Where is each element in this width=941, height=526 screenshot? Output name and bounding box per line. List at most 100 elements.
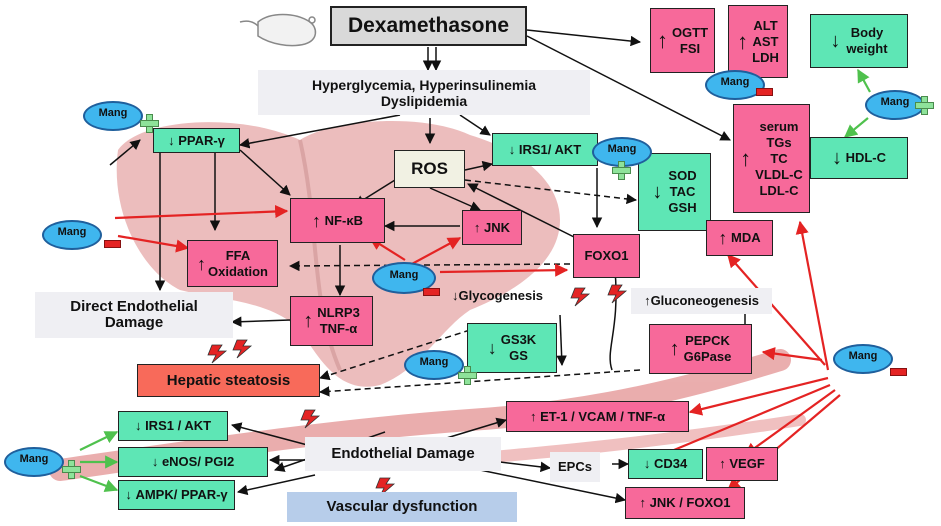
direct-endothelial-damage-label: Direct Endothelial Damage [35, 292, 233, 338]
mouse-icon [239, 13, 317, 47]
ppar-gamma-label: PPAR-γ [178, 132, 225, 148]
down-arrow: ↓ [168, 132, 175, 148]
down-arrow: ↓ [151, 454, 159, 469]
up-arrow: ↑ [303, 310, 314, 332]
hdl-c-label: HDL-C [845, 150, 887, 165]
gluconeogenesis-text: Gluconeogenesis [650, 293, 759, 308]
sod-node: ↓SOD TAC GSH [638, 153, 711, 231]
sod-label: SOD TAC GSH [668, 168, 697, 215]
lightning-icon [207, 284, 628, 497]
mang-ellipse-gs3k: Mang [404, 350, 464, 380]
dashed-arrows [288, 179, 641, 397]
pepck-node: ↑PEPCK G6Pase [649, 324, 752, 374]
dexamethasone-title: Dexamethasone [330, 6, 527, 46]
mang-label: Mang [57, 226, 87, 238]
irs1-akt-bottom-node: ↓ IRS1 / AKT [118, 411, 228, 441]
alt-node: ↑ALT AST LDH [728, 5, 788, 78]
ffa-label: FFA Oxidation [208, 247, 268, 279]
down-arrow: ↓ [125, 487, 132, 502]
jnk-foxo1-node: ↑ JNK / FOXO1 [625, 487, 745, 519]
alt-label: ALT AST LDH [752, 17, 779, 65]
nlrp3-label: NLRP3 TNF-α [317, 305, 360, 336]
up-arrow: ↑ [644, 293, 651, 308]
up-arrow: ↑ [312, 210, 322, 231]
jnk-foxo1-label: JNK / FOXO1 [649, 495, 731, 510]
mang-label: Mang [19, 453, 49, 465]
irs1-akt-top-node: ↓ IRS1/ AKT [492, 133, 598, 166]
up-arrow: ↑ [740, 145, 752, 171]
gluconeogenesis-label: ↑Gluconeogenesis [631, 288, 772, 314]
plus-icon [458, 366, 477, 385]
mang-ellipse-ppar: Mang [83, 101, 143, 131]
serum-label: serum TGs TC VLDL-C LDL-C [755, 118, 803, 198]
up-arrow: ↑ [197, 253, 207, 274]
mang-label: Mang [98, 107, 128, 119]
nf-kb-label: NF-κB [324, 212, 363, 228]
up-arrow: ↑ [639, 495, 646, 510]
enos-node: ↓ eNOS/ PGI2 [118, 447, 268, 477]
gs3k-node: ↓GS3K GS [467, 323, 557, 373]
down-arrow: ↓ [831, 147, 842, 169]
up-arrow: ↑ [718, 228, 728, 248]
down-arrow: ↓ [508, 141, 516, 157]
mda-label: MDA [731, 230, 761, 245]
glycogenesis-label: ↓Glycogenesis [452, 288, 543, 303]
activation-arrows [79, 68, 871, 492]
ffa-node: ↑FFA Oxidation [187, 240, 278, 287]
up-arrow: ↑ [719, 456, 726, 471]
jnk-node: ↑ JNK [462, 210, 522, 245]
et1-label: ET-1 / VCAM / TNF-α [540, 408, 666, 424]
ros-node: ROS [394, 150, 465, 188]
mang-label: Mang [848, 350, 878, 362]
down-arrow: ↓ [134, 418, 142, 433]
ampk-label: AMPK/ PPAR-γ [135, 487, 228, 502]
down-arrow: ↓ [652, 181, 663, 203]
ppar-gamma-node: ↓ PPAR-γ [153, 128, 240, 153]
pathway-arrows [109, 29, 751, 504]
down-arrow: ↓ [643, 456, 651, 471]
nf-kb-node: ↑ NF-κB [290, 198, 385, 243]
minus-icon [104, 240, 121, 248]
up-arrow: ↑ [669, 338, 680, 360]
pepck-label: PEPCK G6Pase [683, 333, 732, 364]
mang-label: Mang [720, 76, 750, 88]
glycogenesis-text: Glycogenesis [458, 288, 544, 303]
mang-ellipse-right: Mang [833, 344, 893, 374]
ampk-node: ↓ AMPK/ PPAR-γ [118, 480, 235, 510]
up-arrow: ↑ [737, 28, 749, 54]
mang-ellipse-liver-enzymes: Mang [705, 70, 765, 100]
minus-icon [890, 368, 907, 376]
gs3k-label: GS3K GS [500, 332, 537, 363]
body-weight-node: ↓Body weight [810, 14, 908, 68]
plus-icon [62, 460, 81, 479]
mda-node: ↑ MDA [706, 220, 773, 256]
mang-ellipse-bottom-left: Mang [4, 447, 64, 477]
serum-node: ↑serum TGs TC VLDL-C LDL-C [733, 104, 810, 213]
ogtt-node: ↑OGTT FSI [650, 8, 715, 73]
foxo1-node: FOXO1 [573, 234, 640, 278]
cd34-label: CD34 [653, 456, 688, 471]
endothelial-damage-label: Endothelial Damage [305, 437, 501, 471]
enos-label: eNOS/ PGI2 [161, 454, 235, 469]
plus-icon [612, 161, 631, 180]
hdl-c-node: ↓ HDL-C [810, 137, 908, 179]
mang-label: Mang [880, 96, 910, 108]
up-arrow: ↑ [656, 27, 668, 53]
plus-icon [915, 96, 934, 115]
minus-icon [756, 88, 773, 96]
cd34-node: ↓ CD34 [628, 449, 703, 479]
mang-label: Mang [419, 356, 449, 368]
plus-icon [140, 114, 159, 133]
et1-node: ↑ ET-1 / VCAM / TNF-α [506, 401, 689, 432]
irs1-akt-bottom-label: IRS1 / AKT [145, 418, 212, 433]
mang-label: Mang [389, 269, 419, 281]
hyperglycemia-label: Hyperglycemia, Hyperinsulinemia Dyslipid… [258, 70, 590, 115]
up-arrow: ↑ [529, 408, 537, 424]
hepatic-steatosis-node: Hepatic steatosis [137, 364, 320, 397]
up-arrow: ↑ [473, 219, 481, 235]
minus-icon [423, 288, 440, 296]
nlrp3-node: ↑NLRP3 TNF-α [290, 296, 373, 346]
inhibition-arrows [114, 204, 841, 491]
down-arrow: ↓ [830, 30, 841, 52]
